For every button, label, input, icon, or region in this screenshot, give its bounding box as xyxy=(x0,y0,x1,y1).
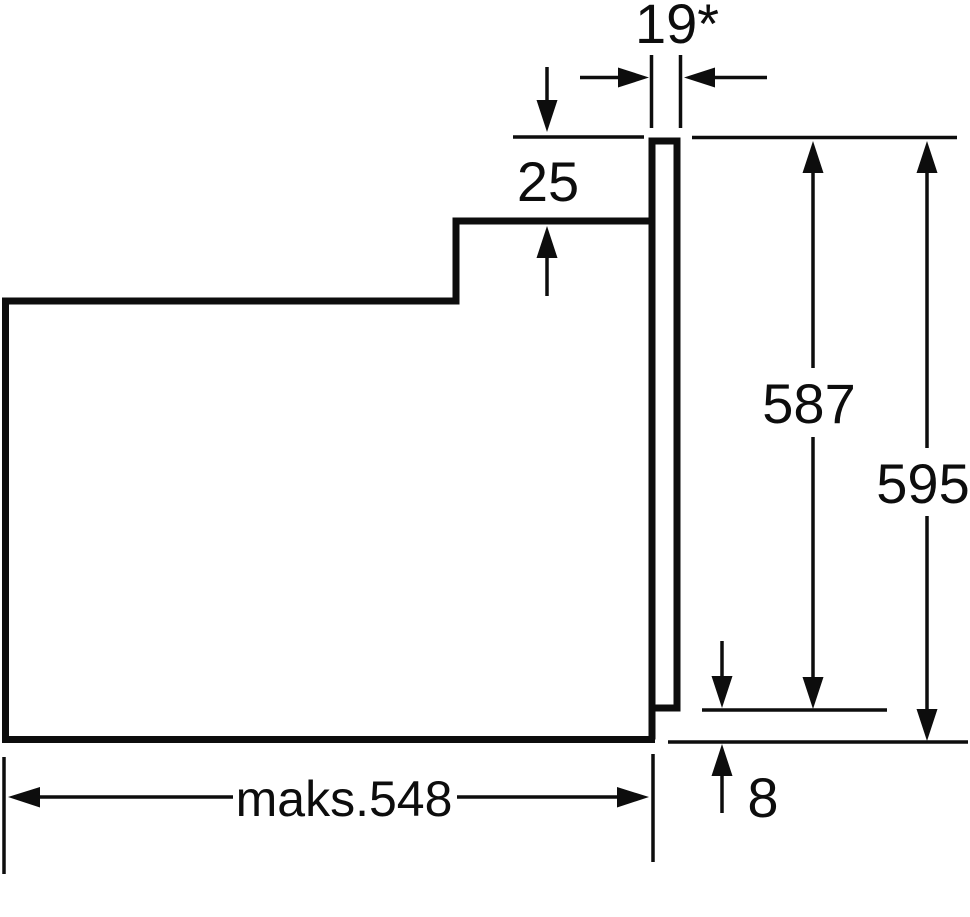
dim-label-max-depth: maks.548 xyxy=(236,771,453,827)
arrowhead-up-icon xyxy=(802,141,824,173)
oven-front-panel-outline xyxy=(648,137,681,740)
oven-body xyxy=(2,137,681,743)
dim-top-step: 25 xyxy=(517,67,579,296)
arrowhead-up-icon xyxy=(916,141,938,173)
arrowhead-down-icon xyxy=(802,677,824,709)
arrowhead-right-icon xyxy=(617,787,649,808)
dim-max-depth: maks.548 xyxy=(2,754,655,874)
arrowhead-down-icon xyxy=(916,709,938,741)
dim-bottom-gap: 8 xyxy=(711,641,779,829)
bottom-reference-lines xyxy=(668,708,968,744)
arrowhead-up-icon xyxy=(536,226,558,258)
dim-label-inner-height: 587 xyxy=(762,372,855,435)
dim-label-panel-thickness: 19* xyxy=(635,0,719,55)
dim-label-bottom-gap: 8 xyxy=(747,766,778,829)
arrowhead-left-icon xyxy=(8,787,40,808)
arrowhead-left-icon xyxy=(684,67,715,88)
arrowhead-down-icon xyxy=(536,100,558,132)
arrowhead-up-icon xyxy=(711,744,733,776)
dim-label-top-step: 25 xyxy=(517,150,579,213)
dim-inner-height: 587 xyxy=(762,141,856,709)
arrowhead-right-icon xyxy=(618,67,649,88)
dim-panel-thickness: 19* xyxy=(580,0,767,128)
oven-body-outline xyxy=(2,217,655,743)
dim-overall-height: 595 xyxy=(876,141,970,741)
top-reference-line xyxy=(513,135,957,140)
arrowhead-down-icon xyxy=(711,676,733,708)
dim-label-overall-height: 595 xyxy=(876,452,969,515)
